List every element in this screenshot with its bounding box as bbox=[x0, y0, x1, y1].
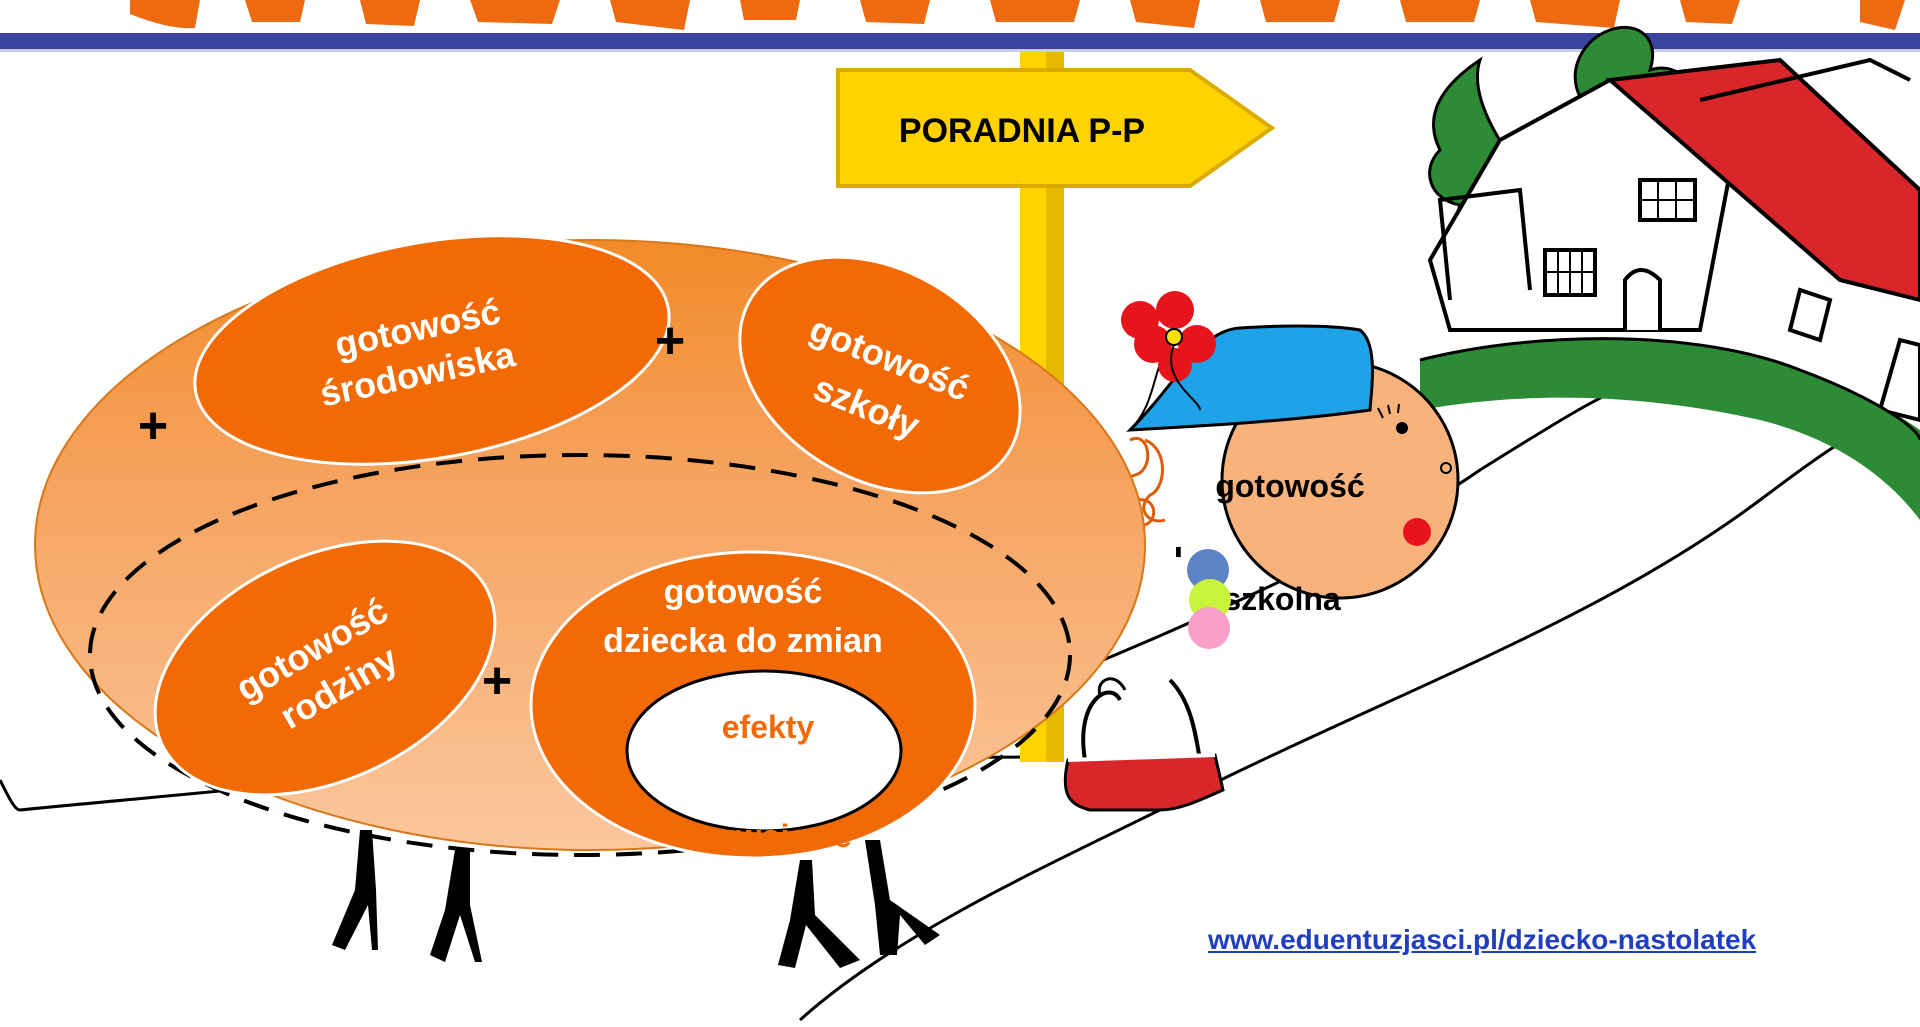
bubble-efekty bbox=[625, 669, 903, 833]
signpost-arrow bbox=[836, 68, 1276, 188]
eyelashes bbox=[1377, 403, 1400, 419]
house bbox=[1419, 25, 1920, 520]
bubble-srodowiska bbox=[193, 234, 671, 466]
dziecka-line2: dziecka do zmian bbox=[603, 622, 883, 660]
plus-sign-left: + bbox=[138, 397, 168, 455]
ladybug-nostril bbox=[1440, 462, 1452, 474]
ladybug-cheek bbox=[1403, 518, 1431, 546]
plus-sign-bottom: + bbox=[482, 652, 512, 710]
necklace bbox=[1187, 549, 1231, 649]
flower-icon bbox=[1121, 291, 1216, 411]
plus-sign-top: + bbox=[655, 312, 685, 370]
dziecka-line1: gotowość bbox=[664, 573, 823, 611]
head-line1: gotowość bbox=[1215, 468, 1364, 504]
dashed-boundary bbox=[88, 453, 1072, 857]
header-bar bbox=[0, 33, 1920, 49]
bubble-rodziny bbox=[153, 539, 497, 797]
head-dash: - bbox=[1159, 545, 1203, 558]
handbag bbox=[1063, 677, 1225, 812]
ladybug-eye bbox=[1396, 422, 1408, 434]
title-strip bbox=[130, 0, 1905, 30]
signpost-label: PORADNIA P-P bbox=[899, 112, 1145, 150]
head-line2: szkolna bbox=[1223, 581, 1341, 617]
efekty-line2: rozwojowe bbox=[688, 818, 852, 854]
efekty-line1: efekty bbox=[722, 709, 815, 745]
footer-url-link[interactable]: www.eduentuzjasci.pl/dziecko-nastolatek bbox=[1208, 924, 1757, 955]
bubble-szkoly bbox=[738, 255, 1022, 495]
legs bbox=[332, 830, 940, 968]
